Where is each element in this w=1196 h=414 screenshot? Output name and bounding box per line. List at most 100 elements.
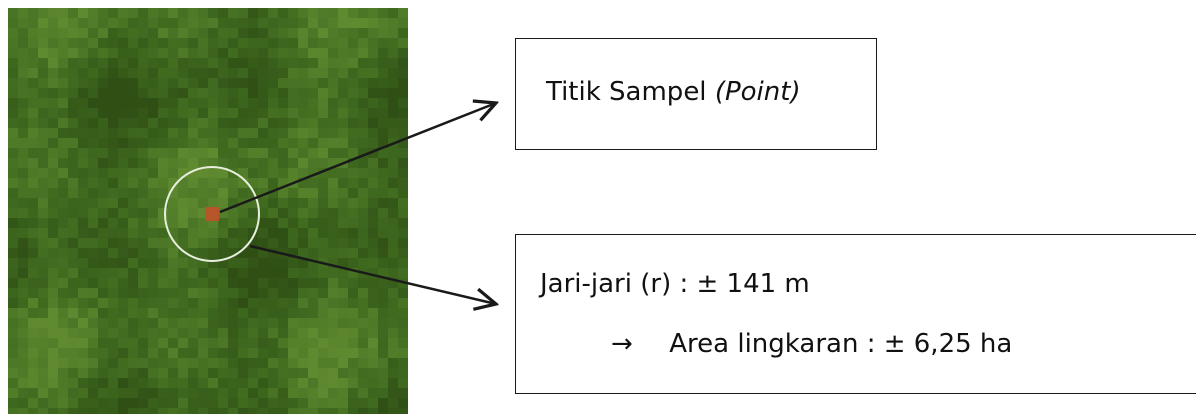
- imagery-pixel: [358, 378, 368, 388]
- imagery-pixel: [88, 398, 98, 408]
- imagery-pixel: [208, 38, 218, 48]
- imagery-pixel: [178, 308, 188, 318]
- imagery-pixel: [198, 168, 208, 178]
- imagery-pixel: [258, 268, 268, 278]
- imagery-pixel: [8, 8, 18, 18]
- imagery-pixel: [398, 258, 408, 268]
- imagery-pixel: [18, 318, 28, 328]
- imagery-pixel: [358, 258, 368, 268]
- imagery-pixel: [78, 88, 88, 98]
- imagery-pixel: [178, 128, 188, 138]
- imagery-pixel: [318, 318, 328, 328]
- imagery-pixel: [28, 218, 38, 228]
- imagery-pixel: [178, 378, 188, 388]
- imagery-pixel: [298, 18, 308, 28]
- imagery-pixel: [118, 338, 128, 348]
- imagery-pixel: [358, 278, 368, 288]
- imagery-pixel: [198, 318, 208, 328]
- imagery-pixel: [108, 48, 118, 58]
- right-arrow-icon: →: [611, 329, 633, 359]
- imagery-pixel: [38, 98, 48, 108]
- imagery-pixel: [228, 388, 238, 398]
- imagery-pixel: [218, 178, 228, 188]
- imagery-pixel: [58, 8, 68, 18]
- imagery-pixel: [128, 258, 138, 268]
- imagery-pixel: [248, 178, 258, 188]
- imagery-pixel: [158, 198, 168, 208]
- imagery-pixel: [128, 308, 138, 318]
- imagery-pixel: [68, 158, 78, 168]
- imagery-pixel: [218, 118, 228, 128]
- imagery-pixel: [58, 48, 68, 58]
- imagery-pixel: [198, 118, 208, 128]
- imagery-pixel: [88, 128, 98, 138]
- imagery-pixel: [58, 88, 68, 98]
- imagery-pixel: [198, 158, 208, 168]
- imagery-pixel: [188, 78, 198, 88]
- imagery-pixel: [108, 388, 118, 398]
- imagery-pixel: [328, 108, 338, 118]
- imagery-pixel: [158, 78, 168, 88]
- imagery-pixel: [348, 128, 358, 138]
- imagery-pixel: [138, 8, 148, 18]
- imagery-pixel: [88, 278, 98, 288]
- imagery-pixel: [68, 78, 78, 88]
- imagery-pixel: [198, 278, 208, 288]
- imagery-pixel: [378, 28, 388, 38]
- imagery-pixel: [378, 388, 388, 398]
- imagery-pixel: [328, 338, 338, 348]
- imagery-pixel: [38, 348, 48, 358]
- imagery-pixel: [368, 248, 378, 258]
- imagery-pixel: [338, 388, 348, 398]
- imagery-pixel: [358, 58, 368, 68]
- imagery-pixel: [358, 108, 368, 118]
- imagery-pixel: [68, 318, 78, 328]
- imagery-pixel: [258, 348, 268, 358]
- imagery-pixel: [48, 158, 58, 168]
- imagery-pixel: [148, 18, 158, 28]
- imagery-pixel: [208, 18, 218, 28]
- imagery-pixel: [218, 278, 228, 288]
- imagery-pixel: [78, 298, 88, 308]
- imagery-pixel: [168, 328, 178, 338]
- imagery-pixel: [128, 388, 138, 398]
- imagery-pixel: [288, 98, 298, 108]
- imagery-pixel: [368, 168, 378, 178]
- imagery-pixel: [298, 308, 308, 318]
- imagery-pixel: [388, 38, 398, 48]
- imagery-pixel: [368, 368, 378, 378]
- imagery-pixel: [58, 178, 68, 188]
- imagery-pixel: [98, 298, 108, 308]
- imagery-pixel: [178, 158, 188, 168]
- imagery-pixel: [198, 238, 208, 248]
- imagery-pixel: [248, 58, 258, 68]
- imagery-pixel: [108, 28, 118, 38]
- imagery-pixel: [388, 288, 398, 298]
- imagery-pixel: [128, 218, 138, 228]
- imagery-pixel: [398, 198, 408, 208]
- imagery-pixel: [48, 358, 58, 368]
- imagery-pixel: [308, 38, 318, 48]
- imagery-pixel: [258, 318, 268, 328]
- imagery-pixel: [138, 308, 148, 318]
- imagery-pixel: [398, 178, 408, 188]
- imagery-pixel: [308, 128, 318, 138]
- imagery-pixel: [218, 378, 228, 388]
- imagery-pixel: [228, 138, 238, 148]
- imagery-pixel: [138, 128, 148, 138]
- imagery-pixel: [198, 68, 208, 78]
- imagery-pixel: [118, 128, 128, 138]
- imagery-pixel: [228, 158, 238, 168]
- imagery-pixel: [98, 108, 108, 118]
- imagery-pixel: [378, 158, 388, 168]
- imagery-pixel: [98, 198, 108, 208]
- imagery-pixel: [128, 268, 138, 278]
- imagery-pixel: [248, 278, 258, 288]
- imagery-pixel: [348, 398, 358, 408]
- imagery-pixel: [158, 318, 168, 328]
- imagery-pixel: [288, 148, 298, 158]
- imagery-pixel: [48, 118, 58, 128]
- imagery-pixel: [128, 18, 138, 28]
- imagery-pixel: [358, 28, 368, 38]
- imagery-pixel: [148, 108, 158, 118]
